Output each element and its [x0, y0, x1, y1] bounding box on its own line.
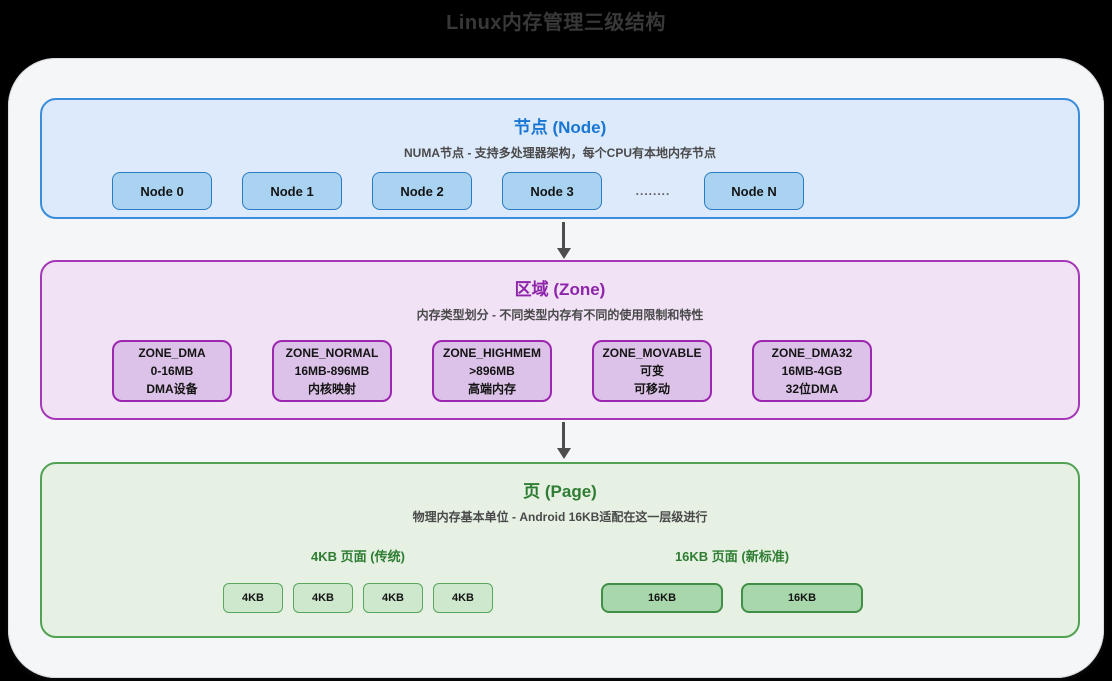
zone-range: 0-16MB	[150, 364, 194, 378]
zone-desc: 可移动	[633, 382, 670, 396]
zone-name: ZONE_HIGHMEM	[442, 346, 541, 360]
zone-range: 16MB-896MB	[294, 364, 370, 378]
node-box-0: Node 0	[112, 172, 212, 210]
page-group-4kb: 4KB 页面 (传统) 4KB 4KB 4KB 4KB	[222, 546, 494, 613]
zone-section-title: 区域 (Zone)	[514, 280, 606, 299]
page-box-4kb: 4KB	[223, 583, 283, 613]
node-section-title: 节点 (Node)	[513, 118, 607, 137]
zone-name: ZONE_NORMAL	[285, 346, 379, 360]
zone-box-dma: ZONE_DMA 0-16MB DMA设备	[112, 340, 232, 402]
zone-range: 可变	[639, 364, 664, 378]
zone-box-movable: ZONE_MOVABLE 可变 可移动	[592, 340, 712, 402]
page-group-4kb-header: 4KB 页面 (传统)	[311, 549, 405, 564]
zone-box-normal: ZONE_NORMAL 16MB-896MB 内核映射	[272, 340, 392, 402]
arrow-down-icon	[556, 222, 571, 259]
node-box-2: Node 2	[372, 172, 472, 210]
zone-name: ZONE_DMA	[138, 346, 206, 360]
zone-range: 16MB-4GB	[781, 364, 843, 378]
diagram-canvas: 节点 (Node) NUMA节点 - 支持多处理器架构，每个CPU有本地内存节点…	[8, 58, 1104, 678]
zone-box-highmem: ZONE_HIGHMEM >896MB 高端内存	[432, 340, 552, 402]
node-box-n: Node N	[704, 172, 804, 210]
page-box-4kb: 4KB	[293, 583, 353, 613]
page-section: 页 (Page) 物理内存基本单位 - Android 16KB适配在这一层级进…	[40, 462, 1080, 638]
zone-desc: 32位DMA	[785, 382, 839, 396]
zone-box-row: ZONE_DMA 0-16MB DMA设备 ZONE_NORMAL 16MB-8…	[112, 340, 872, 402]
zone-range: >896MB	[469, 364, 515, 378]
zone-name: ZONE_DMA32	[771, 346, 853, 360]
page-box-16kb: 16KB	[601, 583, 723, 613]
zone-section: 区域 (Zone) 内存类型划分 - 不同类型内存有不同的使用限制和特性 ZON…	[40, 260, 1080, 420]
node-box-3: Node 3	[502, 172, 602, 210]
page-group-16kb: 16KB 页面 (新标准) 16KB 16KB	[600, 546, 864, 613]
zone-desc: 内核映射	[307, 382, 356, 396]
page-title: Linux内存管理三级结构	[446, 12, 666, 34]
zone-desc: DMA设备	[146, 382, 198, 396]
page-box-16kb: 16KB	[741, 583, 863, 613]
page-group-16kb-header: 16KB 页面 (新标准)	[674, 549, 790, 564]
zone-box-dma32: ZONE_DMA32 16MB-4GB 32位DMA	[752, 340, 872, 402]
node-section-subtitle: NUMA节点 - 支持多处理器架构，每个CPU有本地内存节点	[404, 146, 716, 160]
page-box-4kb: 4KB	[363, 583, 423, 613]
node-box-1: Node 1	[242, 172, 342, 210]
zone-desc: 高端内存	[467, 382, 516, 396]
page-section-title: 页 (Page)	[523, 482, 597, 501]
page-group-4kb-boxes: 4KB 4KB 4KB 4KB	[222, 583, 494, 613]
arrow-down-icon	[556, 422, 571, 459]
zone-section-subtitle: 内存类型划分 - 不同类型内存有不同的使用限制和特性	[416, 308, 704, 322]
node-box-row: Node 0 Node 1 Node 2 Node 3 ........ Nod…	[112, 172, 804, 210]
zone-name: ZONE_MOVABLE	[602, 346, 702, 360]
node-section: 节点 (Node) NUMA节点 - 支持多处理器架构，每个CPU有本地内存节点…	[40, 98, 1080, 219]
page-section-subtitle: 物理内存基本单位 - Android 16KB适配在这一层级进行	[412, 510, 708, 524]
page-box-4kb: 4KB	[433, 583, 493, 613]
page-group-16kb-boxes: 16KB 16KB	[600, 583, 864, 613]
node-ellipsis: ........	[635, 184, 671, 198]
